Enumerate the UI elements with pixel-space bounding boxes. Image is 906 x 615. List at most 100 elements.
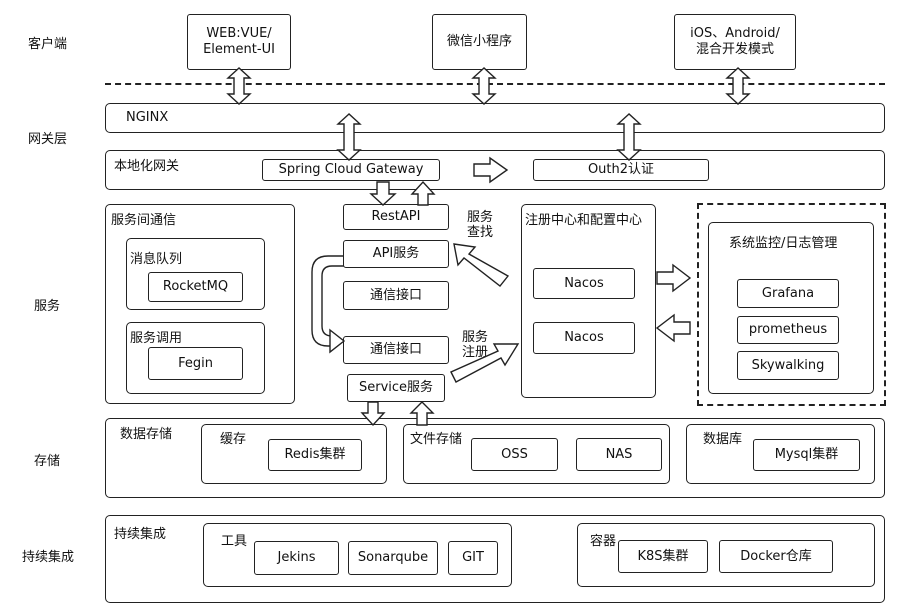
k8s-label: K8S集群 bbox=[637, 548, 689, 564]
arrow-registry-to-monitoring bbox=[656, 263, 692, 293]
grafana-box: Grafana bbox=[737, 279, 839, 308]
nacos-box-1: Nacos bbox=[533, 268, 635, 299]
oauth2-label: Outh2认证 bbox=[587, 162, 655, 178]
oauth2-box: Outh2认证 bbox=[533, 159, 709, 181]
nginx-bar: NGINX bbox=[105, 103, 885, 133]
sonarqube-label: Sonarqube bbox=[357, 550, 429, 566]
service-service-label: Service服务 bbox=[358, 380, 434, 396]
skywalking-label: Skywalking bbox=[751, 357, 825, 373]
client-mobile-line1: iOS、Android/ bbox=[690, 26, 780, 42]
grafana-label: Grafana bbox=[761, 285, 815, 301]
comm-interface-1: 通信接口 bbox=[343, 281, 449, 310]
restapi-box: RestAPI bbox=[343, 204, 449, 230]
arrow-gateway-to-oauth2 bbox=[473, 156, 509, 184]
tools-label: 工具 bbox=[221, 534, 248, 549]
restapi-label: RestAPI bbox=[371, 209, 421, 225]
containers-label: 容器 bbox=[590, 534, 617, 549]
arrow-api-to-comm-curve-inner bbox=[321, 265, 344, 337]
docker-box: Docker仓库 bbox=[719, 540, 833, 573]
file-storage-label: 文件存储 bbox=[410, 432, 463, 447]
arrow-gateway-down-to-restapi bbox=[369, 181, 397, 206]
api-service-box: API服务 bbox=[343, 240, 449, 268]
rocketmq-box: RocketMQ bbox=[148, 272, 243, 302]
discovery-line2: 查找 bbox=[467, 225, 494, 240]
service-service-box: Service服务 bbox=[347, 374, 445, 402]
client-web-line1: WEB:VUE/ bbox=[206, 26, 272, 42]
nacos-1-label: Nacos bbox=[564, 275, 604, 291]
client-miniprogram-label: 微信小程序 bbox=[446, 34, 512, 50]
arrow-service-register bbox=[450, 343, 520, 383]
row-label-ci: 持续集成 bbox=[22, 549, 75, 565]
cache-label: 缓存 bbox=[220, 432, 247, 447]
spring-cloud-gateway: Spring Cloud Gateway bbox=[262, 159, 440, 181]
registry-config-panel: 注册中心和配置中心 bbox=[521, 204, 656, 398]
monitoring-dashed-frame bbox=[697, 203, 886, 406]
data-storage-label: 数据存储 bbox=[120, 427, 173, 442]
client-mobile: iOS、Android/ 混合开发模式 bbox=[674, 14, 796, 70]
inter-comm-label: 服务间通信 bbox=[111, 213, 177, 228]
ci-title-label: 持续集成 bbox=[114, 527, 167, 542]
arrow-service-down-to-storage bbox=[360, 401, 386, 427]
rocketmq-label: RocketMQ bbox=[162, 279, 229, 295]
nas-box: NAS bbox=[576, 438, 662, 471]
arrow-storage-up-to-service bbox=[409, 401, 435, 426]
mysql-label: Mysql集群 bbox=[774, 447, 839, 463]
skywalking-box: Skywalking bbox=[737, 351, 839, 380]
client-mobile-line2: 混合开发模式 bbox=[695, 42, 774, 57]
fegin-label: Fegin bbox=[178, 355, 213, 371]
comm-interface-2: 通信接口 bbox=[343, 336, 449, 364]
register-label: 服务 注册 bbox=[462, 330, 488, 360]
prometheus-box: prometheus bbox=[737, 316, 839, 344]
row-label-client: 客户端 bbox=[28, 36, 68, 52]
docker-label: Docker仓库 bbox=[740, 548, 812, 564]
arrow-service-discovery bbox=[453, 243, 510, 287]
arrow-monitoring-to-registry bbox=[655, 313, 691, 343]
oss-label: OSS bbox=[501, 446, 528, 462]
row-label-service: 服务 bbox=[34, 298, 61, 314]
comm-interface-1-label: 通信接口 bbox=[369, 287, 422, 303]
row-label-gateway: 网关层 bbox=[28, 131, 68, 147]
nginx-label: NGINX bbox=[126, 110, 169, 125]
client-web-line2: Element-UI bbox=[203, 42, 275, 57]
register-line1: 服务 bbox=[462, 330, 489, 345]
local-gateway-label: 本地化网关 bbox=[114, 159, 180, 174]
register-line2: 注册 bbox=[462, 345, 489, 360]
spring-cloud-gateway-label: Spring Cloud Gateway bbox=[278, 162, 424, 178]
nas-label: NAS bbox=[605, 446, 633, 462]
mysql-box: Mysql集群 bbox=[753, 439, 860, 471]
registry-config-label: 注册中心和配置中心 bbox=[525, 213, 643, 228]
double-arrow-web bbox=[226, 67, 252, 105]
discovery-label: 服务 查找 bbox=[467, 210, 493, 240]
row-label-storage: 存储 bbox=[34, 453, 61, 469]
oss-box: OSS bbox=[471, 438, 558, 471]
client-web: WEB:VUE/ Element-UI bbox=[187, 14, 291, 70]
monitoring-label: 系统监控/日志管理 bbox=[729, 236, 838, 251]
redis-label: Redis集群 bbox=[284, 447, 346, 463]
double-arrow-miniprogram bbox=[471, 67, 497, 105]
api-service-label: API服务 bbox=[372, 246, 420, 262]
prometheus-label: prometheus bbox=[748, 322, 828, 338]
redis-box: Redis集群 bbox=[268, 439, 362, 471]
git-label: GIT bbox=[462, 550, 484, 566]
jekins-label: Jekins bbox=[277, 550, 316, 566]
double-arrow-nginx-gateway-left bbox=[336, 113, 362, 161]
arrow-api-to-comm-curve-outer bbox=[311, 255, 344, 347]
client-gateway-divider bbox=[105, 83, 885, 85]
mq-group-label: 消息队列 bbox=[130, 252, 183, 267]
double-arrow-mobile bbox=[725, 67, 751, 105]
discovery-line1: 服务 bbox=[467, 210, 494, 225]
comm-interface-2-label: 通信接口 bbox=[369, 342, 422, 358]
nacos-2-label: Nacos bbox=[564, 330, 604, 346]
jekins-box: Jekins bbox=[254, 541, 339, 575]
k8s-box: K8S集群 bbox=[618, 540, 708, 573]
database-label: 数据库 bbox=[703, 432, 743, 447]
git-box: GIT bbox=[448, 541, 498, 575]
nacos-box-2: Nacos bbox=[533, 322, 635, 354]
fegin-box: Fegin bbox=[148, 347, 243, 380]
arrow-restapi-up-to-gateway bbox=[410, 180, 436, 206]
arrow-api-to-comm-head bbox=[329, 328, 346, 354]
client-miniprogram: 微信小程序 bbox=[432, 14, 527, 70]
call-group-label: 服务调用 bbox=[130, 331, 183, 346]
sonarqube-box: Sonarqube bbox=[348, 541, 438, 575]
